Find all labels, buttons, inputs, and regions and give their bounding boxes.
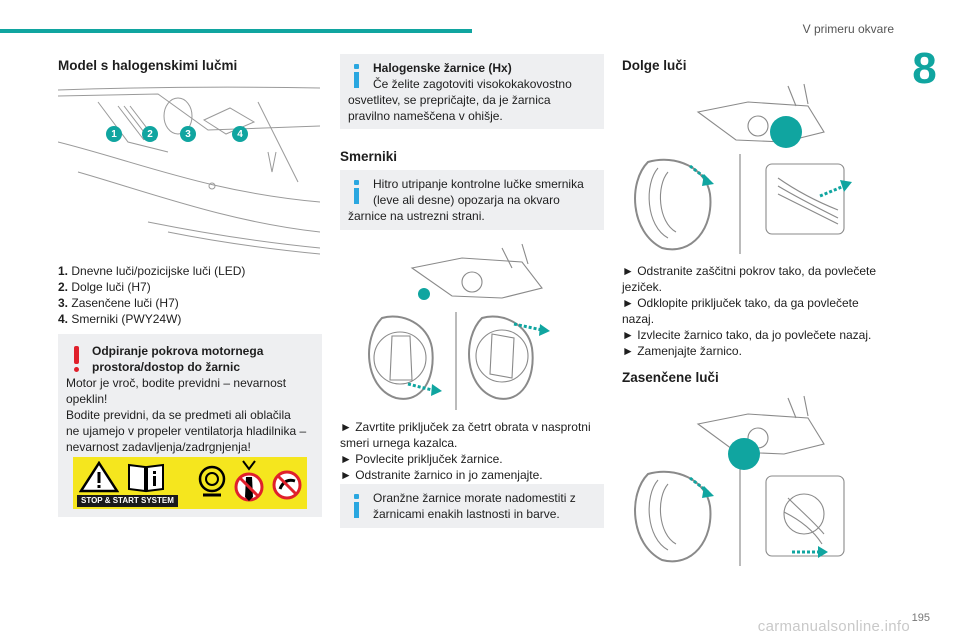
info-icon [354,494,359,518]
turn-signal-illustration [352,238,592,410]
page-number: 195 [911,612,930,624]
connector-highlight-dot [418,288,430,300]
info-line: pravilno nameščena v ohišje. [348,109,503,123]
info-line: Če želite zagotoviti visokokakovostno [373,77,572,91]
step-line: ► Izvlecite žarnico tako, da jo povlečet… [622,328,872,342]
list-item: 2. Dolge luči (H7) [58,280,151,294]
warning-box: Odpiranje pokrova motornega prostora/dos… [58,334,322,517]
callout-1: 1 [106,126,122,142]
info-line: osvetlitev, se prepričajte, da je žarnic… [348,93,551,107]
turn-signals-title: Smerniki [340,149,398,164]
info-icon [354,180,359,204]
safety-pictogram-strip: STOP & START SYSTEM [73,457,307,509]
info-line: žarnice na ustrezni strani. [348,209,485,223]
info-line: žarnicami enakih lastnosti in barve. [373,507,560,521]
callout-3: 3 [180,126,196,142]
info-line: Hitro utripanje kontrolne lučke smernika [373,177,584,191]
high-beam-illustration [628,82,868,254]
warning-icon [74,346,79,372]
section-title: V primeru okvare [802,22,894,36]
warning-title-1: Odpiranje pokrova motornega [92,344,264,358]
bulb-highlight-dot [770,116,802,148]
header-accent-bar [0,29,472,33]
belt-hazard-icon [198,465,226,497]
low-beam-illustration [628,394,868,566]
step-line: ► Odstranite žarnico in jo zamenjajte. [340,468,543,482]
headlamp-illustration: 1 2 3 4 [58,82,320,258]
info-line: Oranžne žarnice morate nadomestiti z [373,491,576,505]
high-beam-title: Dolge luči [622,58,687,73]
no-tie-icon [234,460,264,502]
manual-book-icon [128,463,164,493]
list-item: 4. Smerniki (PWY24W) [58,312,182,326]
watermark: carmanualsonline.info [757,618,910,635]
list-item: 1. Dnevne luči/pozicijske luči (LED) [58,264,246,278]
info-title: Halogenske žarnice (Hx) [373,61,512,75]
warning-text: Motor je vroč, bodite previdni – nevarno… [66,376,307,454]
no-hand-icon [272,470,302,500]
bulb-highlight-dot [728,438,760,470]
step-line: nazaj. [622,312,655,326]
step-line: ► Zavrtite priključek za četrt obrata v … [340,420,591,434]
stop-start-badge: STOP & START SYSTEM [77,495,178,507]
step-line: ► Povlecite priključek žarnice. [340,452,503,466]
callout-2: 2 [142,126,158,142]
info-box-orange-bulbs: Oranžne žarnice morate nadomestiti z žar… [340,484,604,528]
bulb-list: 1. Dnevne luči/pozicijske luči (LED) 2. … [58,263,245,327]
halogen-model-title: Model s halogenskimi lučmi [58,58,238,73]
chapter-number: 8 [889,40,960,98]
callout-4: 4 [232,126,248,142]
info-icon [354,64,359,88]
step-line: ► Odklopite priključek tako, da ga povle… [622,296,859,310]
low-beam-title: Zasenčene luči [622,370,719,385]
step-line: ► Odstranite zaščitni pokrov tako, da po… [622,264,877,278]
info-line: (leve ali desne) opozarja na okvaro [373,193,560,207]
hazard-triangle-icon [79,461,119,493]
step-line: jeziček. [622,280,663,294]
info-box-turn-signals: Hitro utripanje kontrolne lučke smernika… [340,170,604,230]
info-box-halogen: Halogenske žarnice (Hx) Če želite zagoto… [340,54,604,129]
warning-title-2: prostora/dostop do žarnic [92,360,241,374]
step-line: ► Zamenjajte žarnico. [622,344,742,358]
step-line: smeri urnega kazalca. [340,436,458,450]
list-item: 3. Zasenčene luči (H7) [58,296,179,310]
high-beam-steps: ► Odstranite zaščitni pokrov tako, da po… [622,263,892,359]
turn-signal-steps: ► Zavrtite priključek za četrt obrata v … [340,419,606,483]
